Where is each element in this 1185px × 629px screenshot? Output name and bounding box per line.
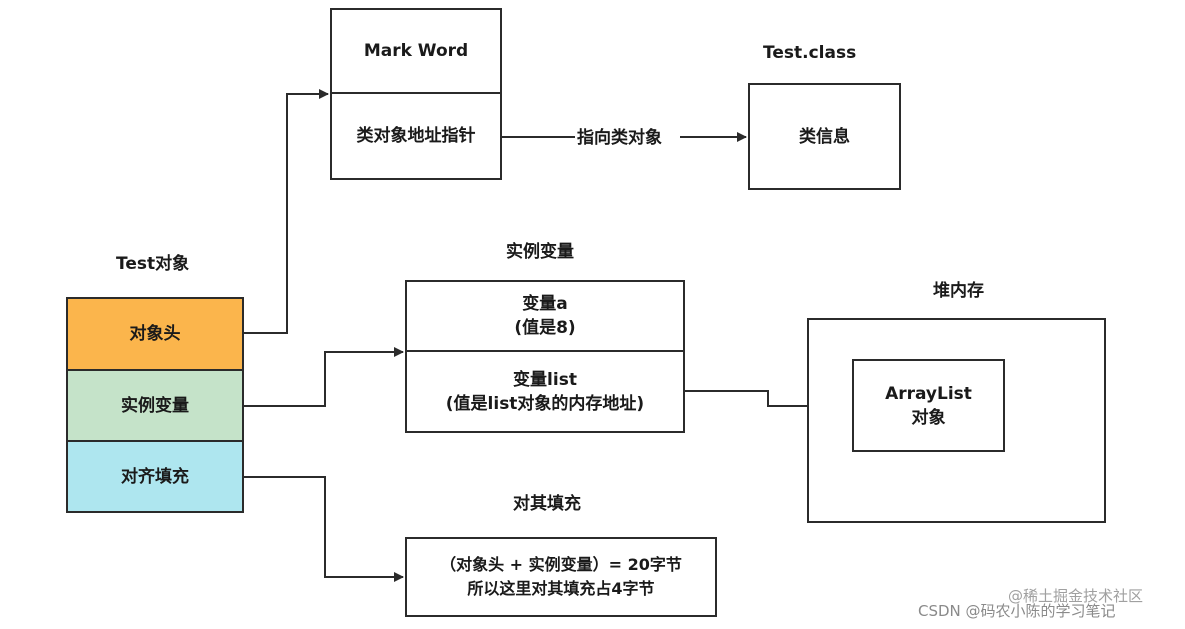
instance-vars-title: 实例变量 xyxy=(506,242,574,262)
var-list-value: (值是list对象的内存地址) xyxy=(445,393,645,414)
var-a-cell: 变量a (值是8) xyxy=(407,282,683,352)
padding-cell: 对齐填充 xyxy=(68,442,242,511)
watermark-right: @稀土掘金技术社区 xyxy=(1008,587,1144,605)
test-class-title: Test.class xyxy=(763,43,857,63)
arrow-padding-to-box xyxy=(243,476,404,582)
arrow-label: 指向类对象 xyxy=(577,128,662,148)
object-header-cell: 对象头 xyxy=(68,299,242,371)
padding-explanation-box: （对象头 + 实例变量）= 20字节 所以这里对其填充占4字节 xyxy=(405,537,717,617)
var-a-value: (值是8) xyxy=(514,318,576,338)
arraylist-object: ArrayList 对象 xyxy=(854,361,1003,450)
arraylist-label: ArrayList xyxy=(885,383,972,404)
arraylist-object-label: 对象 xyxy=(911,407,946,428)
test-class-box: 类信息 xyxy=(748,83,901,190)
instance-vars-box: 变量a (值是8) 变量list (值是list对象的内存地址) xyxy=(405,280,685,433)
mark-word-title: Mark Word xyxy=(332,10,500,94)
class-pointer-cell: 类对象地址指针 xyxy=(356,126,476,146)
padding-explanation: （对象头 + 实例变量）= 20字节 所以这里对其填充占4字节 xyxy=(407,539,715,615)
watermark-left: CSDN @码农小陈的学习笔记 xyxy=(918,602,1116,620)
test-object-title: Test对象 xyxy=(116,254,190,274)
mark-word-box: Mark Word 类对象地址指针 xyxy=(330,8,502,180)
var-a-label: 变量a xyxy=(522,294,568,314)
var-list-label: 变量list xyxy=(513,369,577,390)
instance-vars-cell: 实例变量 xyxy=(68,371,242,442)
class-info: 类信息 xyxy=(799,126,850,147)
padding-line2: 所以这里对其填充占4字节 xyxy=(467,579,655,598)
padding-line1: （对象头 + 实例变量）= 20字节 xyxy=(440,555,682,574)
var-list-cell: 变量list (值是list对象的内存地址) xyxy=(407,352,683,431)
padding-box-title: 对其填充 xyxy=(513,494,581,514)
heap-title: 堆内存 xyxy=(933,281,984,301)
test-object-box: 对象头 实例变量 对齐填充 xyxy=(66,297,244,513)
arrow-header-to-markword xyxy=(243,89,329,334)
arraylist-object-box: ArrayList 对象 xyxy=(852,359,1005,452)
arrow-vars-to-box xyxy=(243,347,404,407)
